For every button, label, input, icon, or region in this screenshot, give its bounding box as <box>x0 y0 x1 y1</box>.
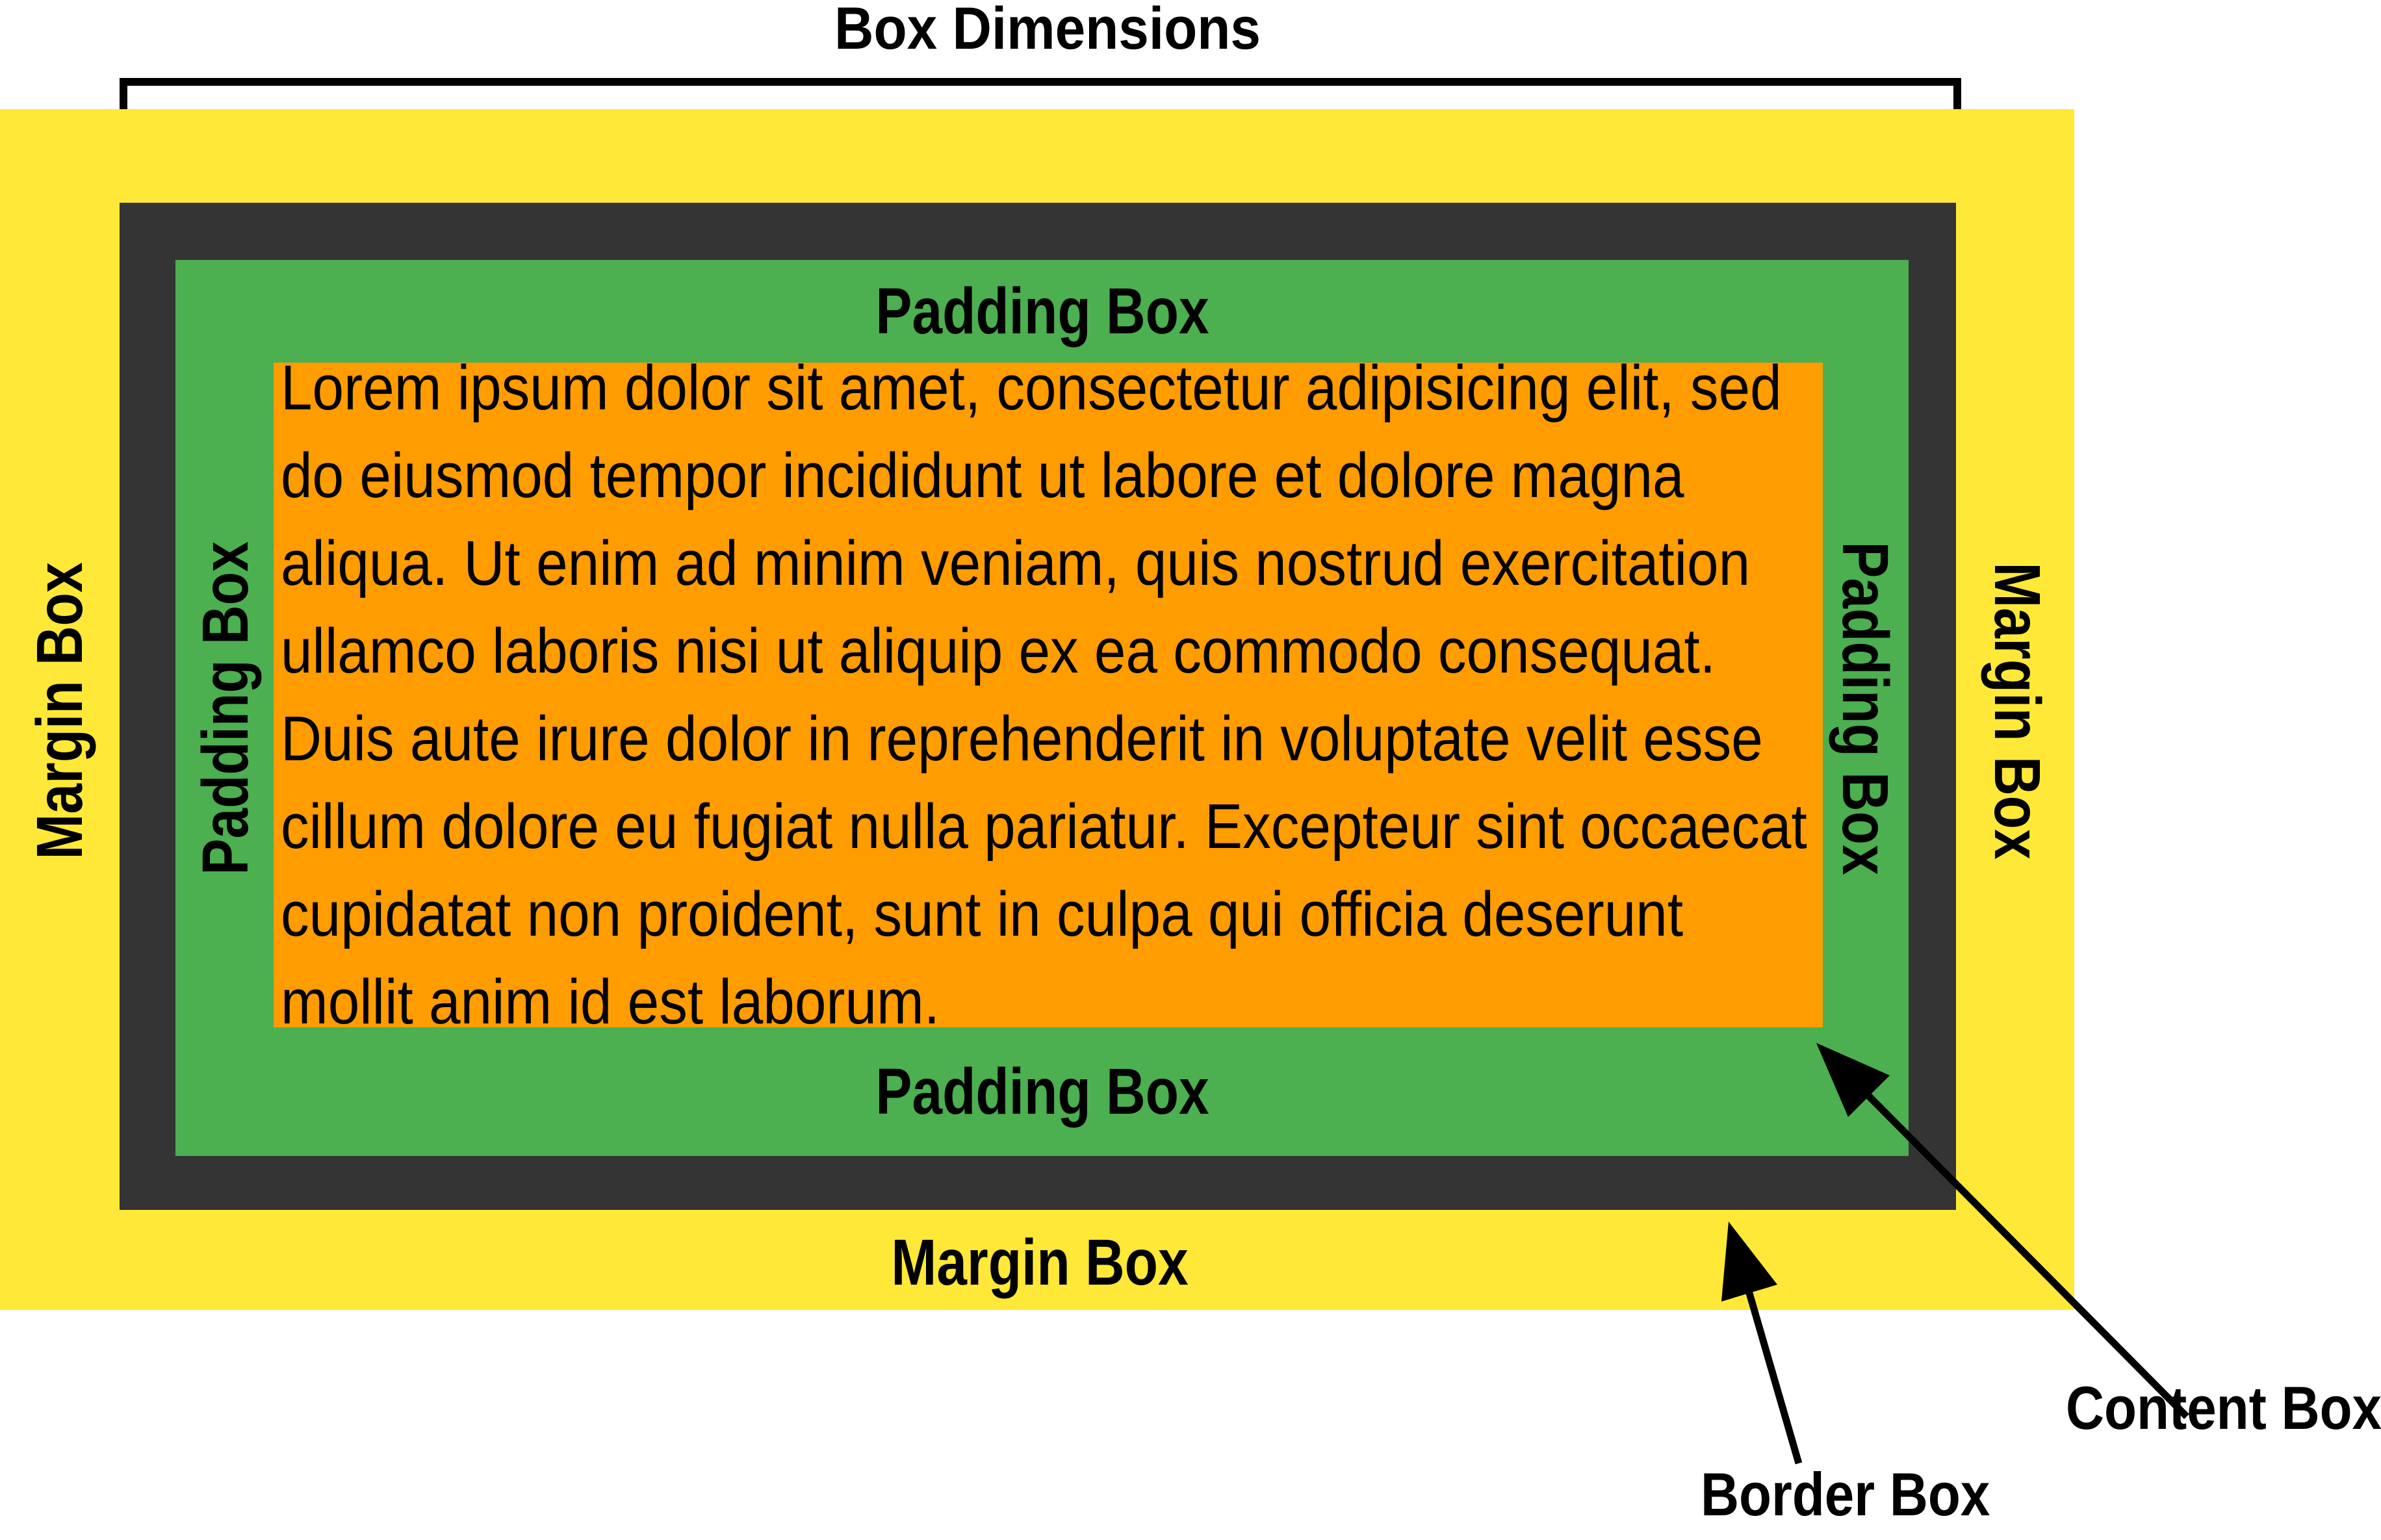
margin-box-label-bottom: Margin Box <box>891 1226 1189 1299</box>
border-box: Padding Box Padding Box Padding Box Padd… <box>120 203 1956 1210</box>
margin-box: Margin Box Margin Box Margin Box Padding… <box>0 109 2074 1310</box>
border-box-callout-label: Border Box <box>1701 1460 1990 1528</box>
border-box-arrow-line <box>1745 1292 1803 1465</box>
content-box: Lorem ipsum dolor sit amet, consectetur … <box>274 352 1823 1037</box>
content-box-callout-label: Content Box <box>2066 1374 2381 1442</box>
padding-box-label-top: Padding Box <box>875 275 1209 348</box>
margin-box-label-left: Margin Box <box>23 562 96 860</box>
padding-box: Padding Box Padding Box Padding Box Padd… <box>175 260 1909 1156</box>
padding-box-label-left: Padding Box <box>189 541 262 875</box>
diagram-title: Box Dimensions <box>834 0 1261 62</box>
padding-box-label-bottom: Padding Box <box>875 1055 1209 1128</box>
content-text: Lorem ipsum dolor sit amet, consectetur … <box>281 352 1807 1037</box>
